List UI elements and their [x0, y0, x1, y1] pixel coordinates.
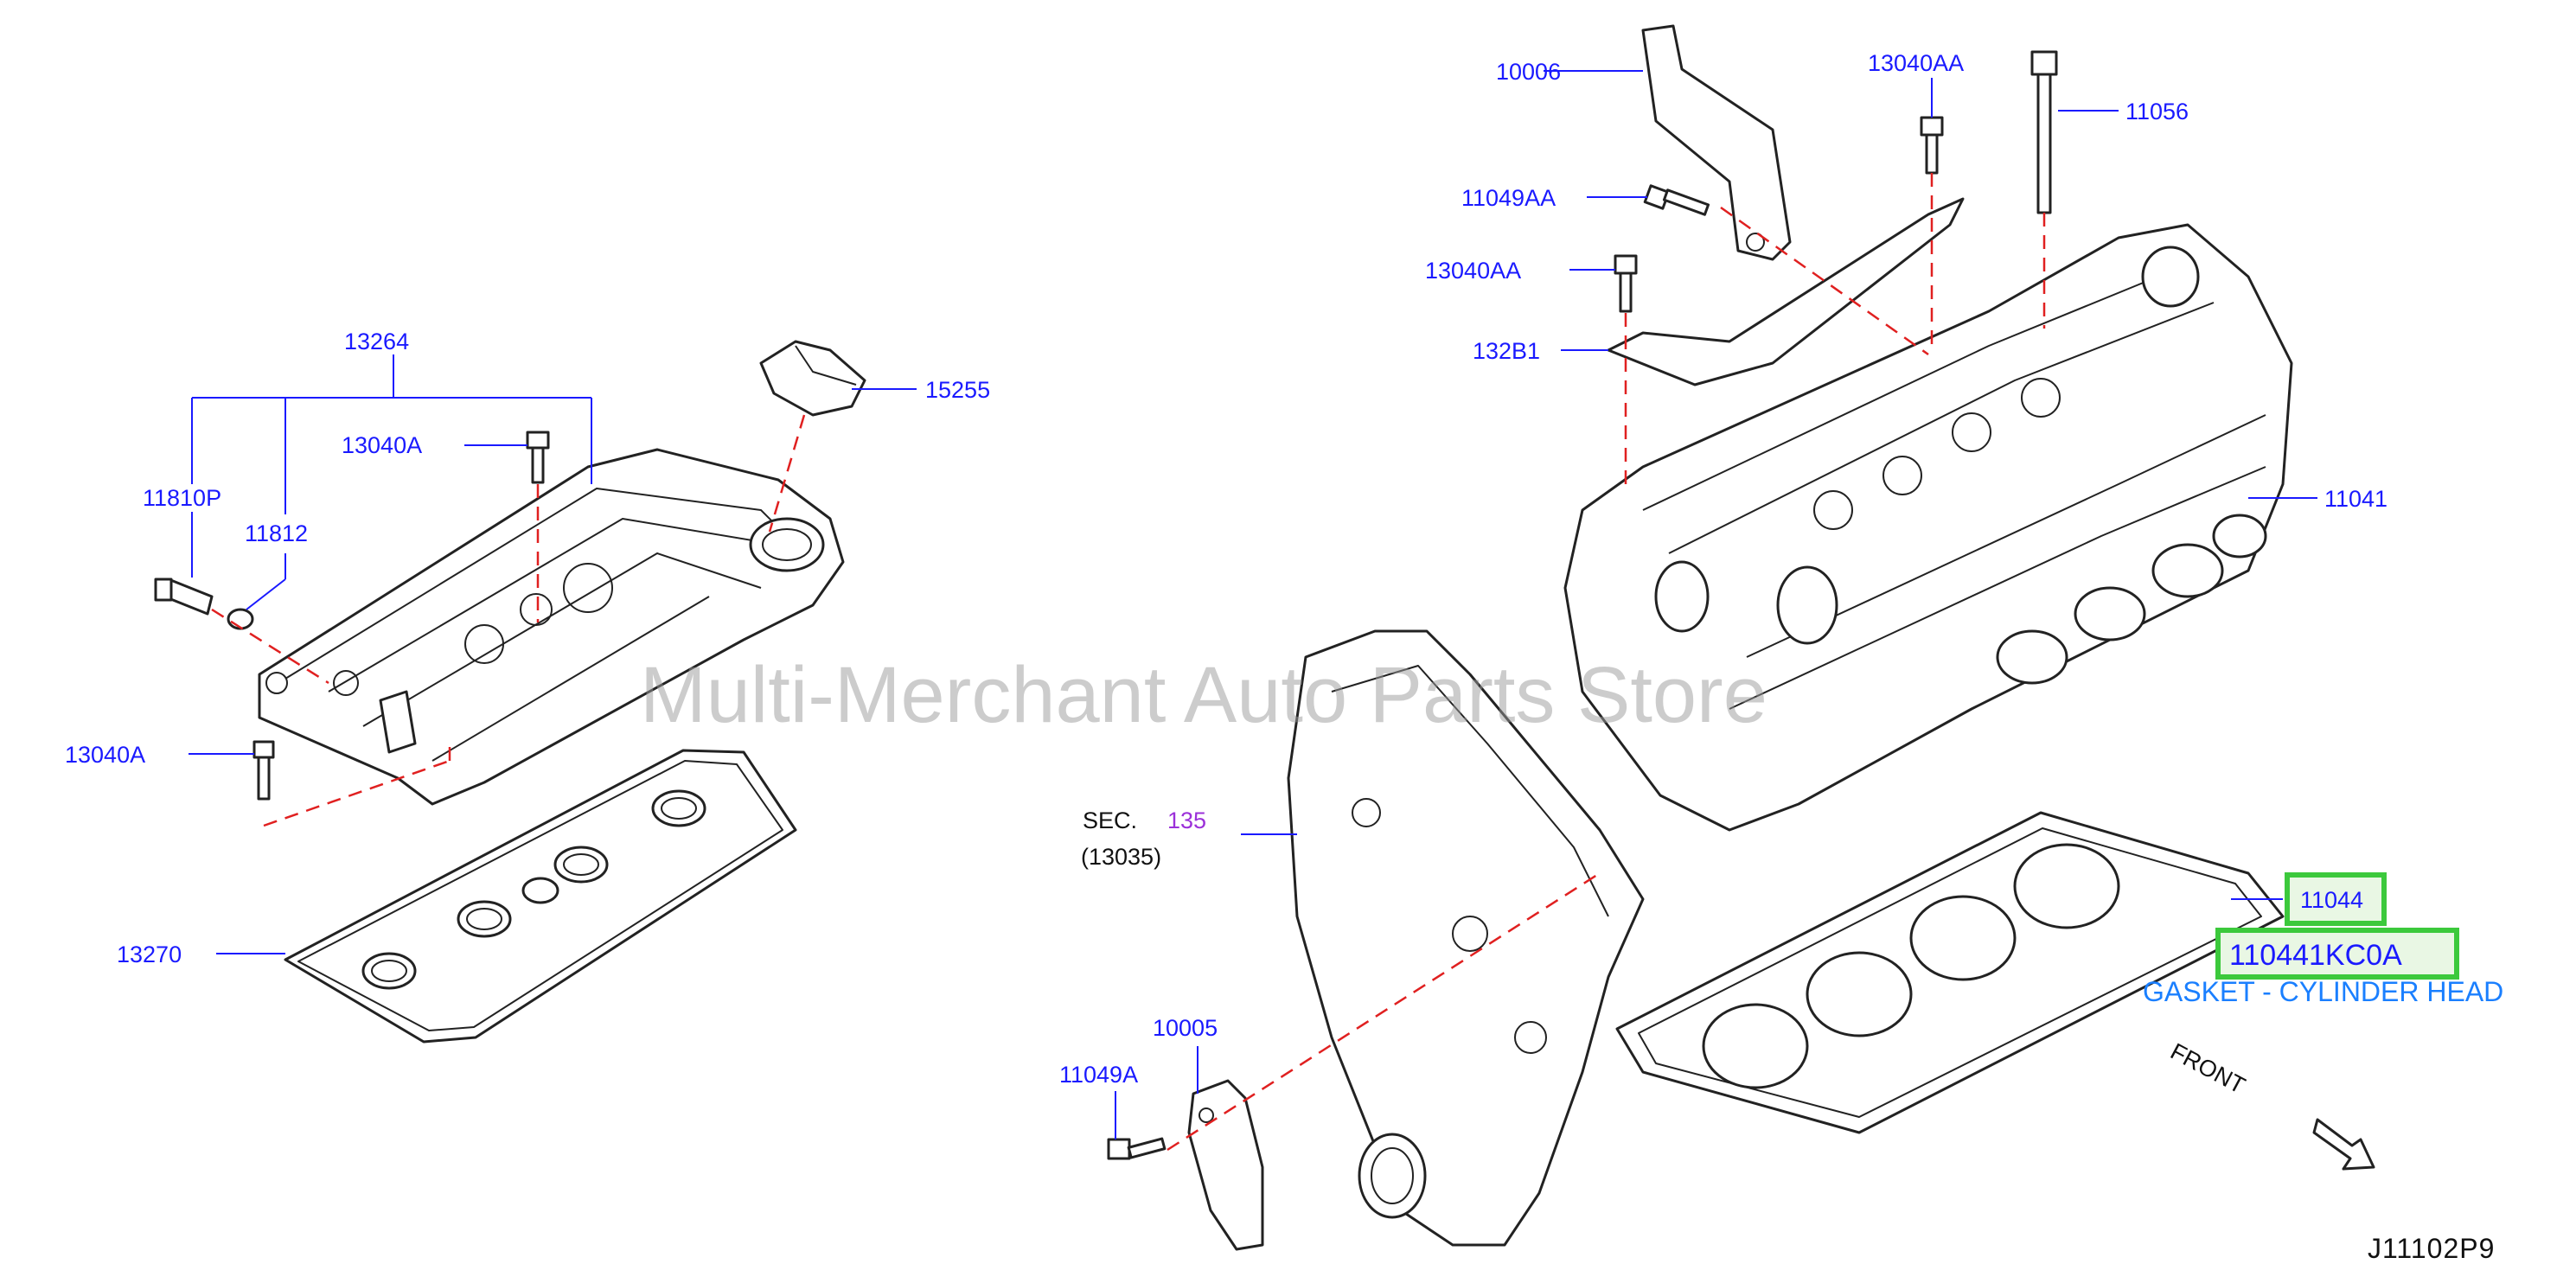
section-prefix: SEC. — [1083, 807, 1137, 833]
bolt-11049A-drawing — [1107, 1137, 1167, 1160]
watermark-text: Multi-Merchant Auto Parts Store — [640, 651, 1767, 739]
diagram-code: J11102P9 — [2368, 1233, 2495, 1264]
callout-13270[interactable]: 13270 — [117, 942, 182, 967]
part-code-highlight — [2215, 928, 2459, 980]
leader-lines — [189, 70, 2317, 1139]
pcv-valve-drawing — [154, 578, 214, 616]
bolt-13040AA-top-drawing — [1920, 116, 1944, 175]
callout-10006[interactable]: 10006 — [1496, 59, 1561, 85]
bolt-13040A-top-drawing — [526, 431, 550, 484]
gasket-seal-rings — [361, 789, 706, 990]
plate-10005-drawing — [1187, 1079, 1264, 1251]
callout-132B1[interactable]: 132B1 — [1473, 338, 1540, 364]
callout-11044[interactable]: 11044 — [2300, 887, 2363, 913]
callout-13040AA-top[interactable]: 13040AA — [1868, 50, 1964, 76]
oil-filler-cap-drawing — [759, 340, 866, 417]
callout-labels: 13264 11810P 11812 13040A 15255 13040A 1… — [65, 50, 2503, 1088]
engine-hanger-drawing — [1641, 24, 1792, 261]
front-arrow-icon — [2312, 1118, 2375, 1171]
callout-15255[interactable]: 15255 — [925, 377, 990, 403]
bolt-13040A-left-drawing — [252, 740, 275, 801]
cylinder-head-drawing — [1563, 223, 2293, 832]
cylinder-head-group — [1107, 24, 2293, 1251]
front-label: FRONT — [2166, 1038, 2249, 1099]
callout-11044-highlight — [2285, 872, 2387, 926]
timing-cover-drawing — [1287, 629, 1645, 1247]
callout-11049AA[interactable]: 11049AA — [1461, 185, 1556, 211]
part-code[interactable]: 110441KC0A — [2229, 939, 2402, 972]
callout-13040A-left[interactable]: 13040A — [65, 742, 145, 768]
o-ring-drawing — [227, 608, 254, 630]
front-indicator: FRONT — [2166, 1038, 2375, 1171]
callout-11810P[interactable]: 11810P — [143, 485, 221, 511]
rocker-cover-group — [154, 340, 866, 1044]
callout-11056[interactable]: 11056 — [2125, 99, 2189, 124]
callout-13264[interactable]: 13264 — [344, 329, 409, 354]
rocker-cover-drawing — [258, 448, 845, 806]
part-description[interactable]: GASKET - CYLINDER HEAD — [2143, 976, 2503, 1007]
bolt-11049AA-drawing — [1643, 184, 1710, 216]
section-sub: (13035) — [1081, 844, 1161, 870]
callout-11041[interactable]: 11041 — [2324, 486, 2387, 512]
callout-13040AA-mid[interactable]: 13040AA — [1425, 258, 1521, 284]
bolt-13040AA-mid-drawing — [1614, 254, 1638, 313]
callout-13040A-top[interactable]: 13040A — [342, 432, 422, 458]
section-number-link[interactable]: 135 — [1167, 807, 1206, 833]
callout-10005[interactable]: 10005 — [1153, 1015, 1218, 1041]
gasket-bore-holes — [1702, 843, 2120, 1089]
callout-11812[interactable]: 11812 — [245, 520, 308, 546]
bracket-132B1-drawing — [1607, 197, 1965, 386]
cylinder-head-bolt-drawing — [2030, 50, 2058, 214]
callout-11049A[interactable]: 11049A — [1059, 1062, 1138, 1088]
